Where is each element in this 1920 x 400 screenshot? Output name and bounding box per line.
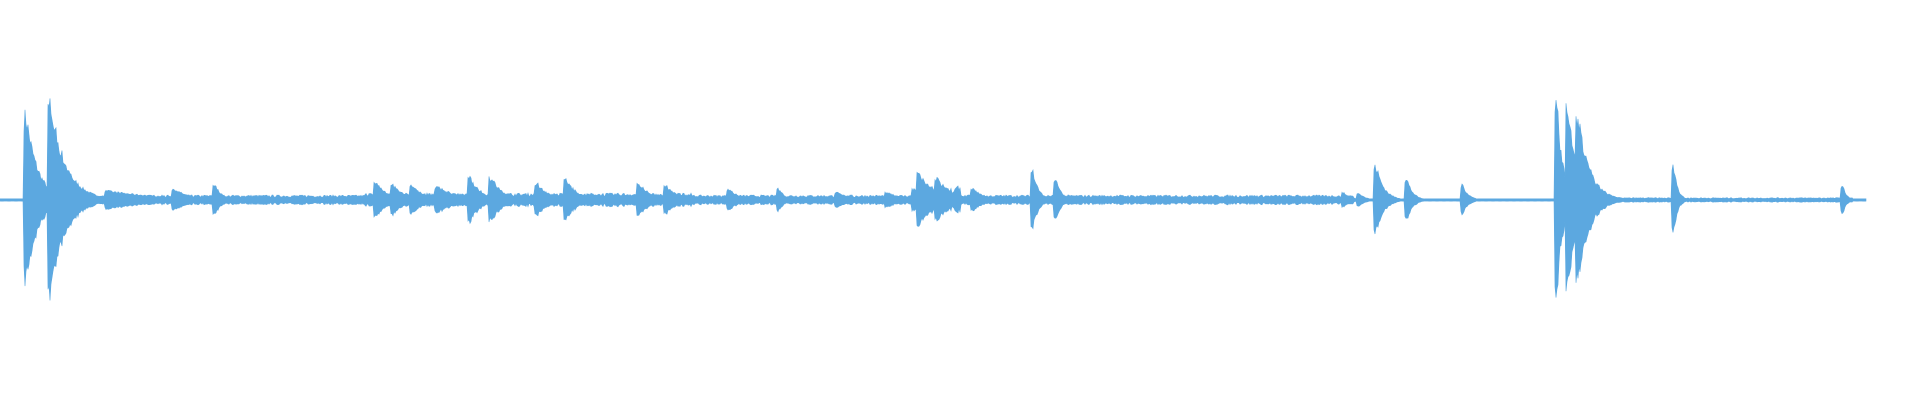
waveform-envelope (0, 98, 1867, 301)
